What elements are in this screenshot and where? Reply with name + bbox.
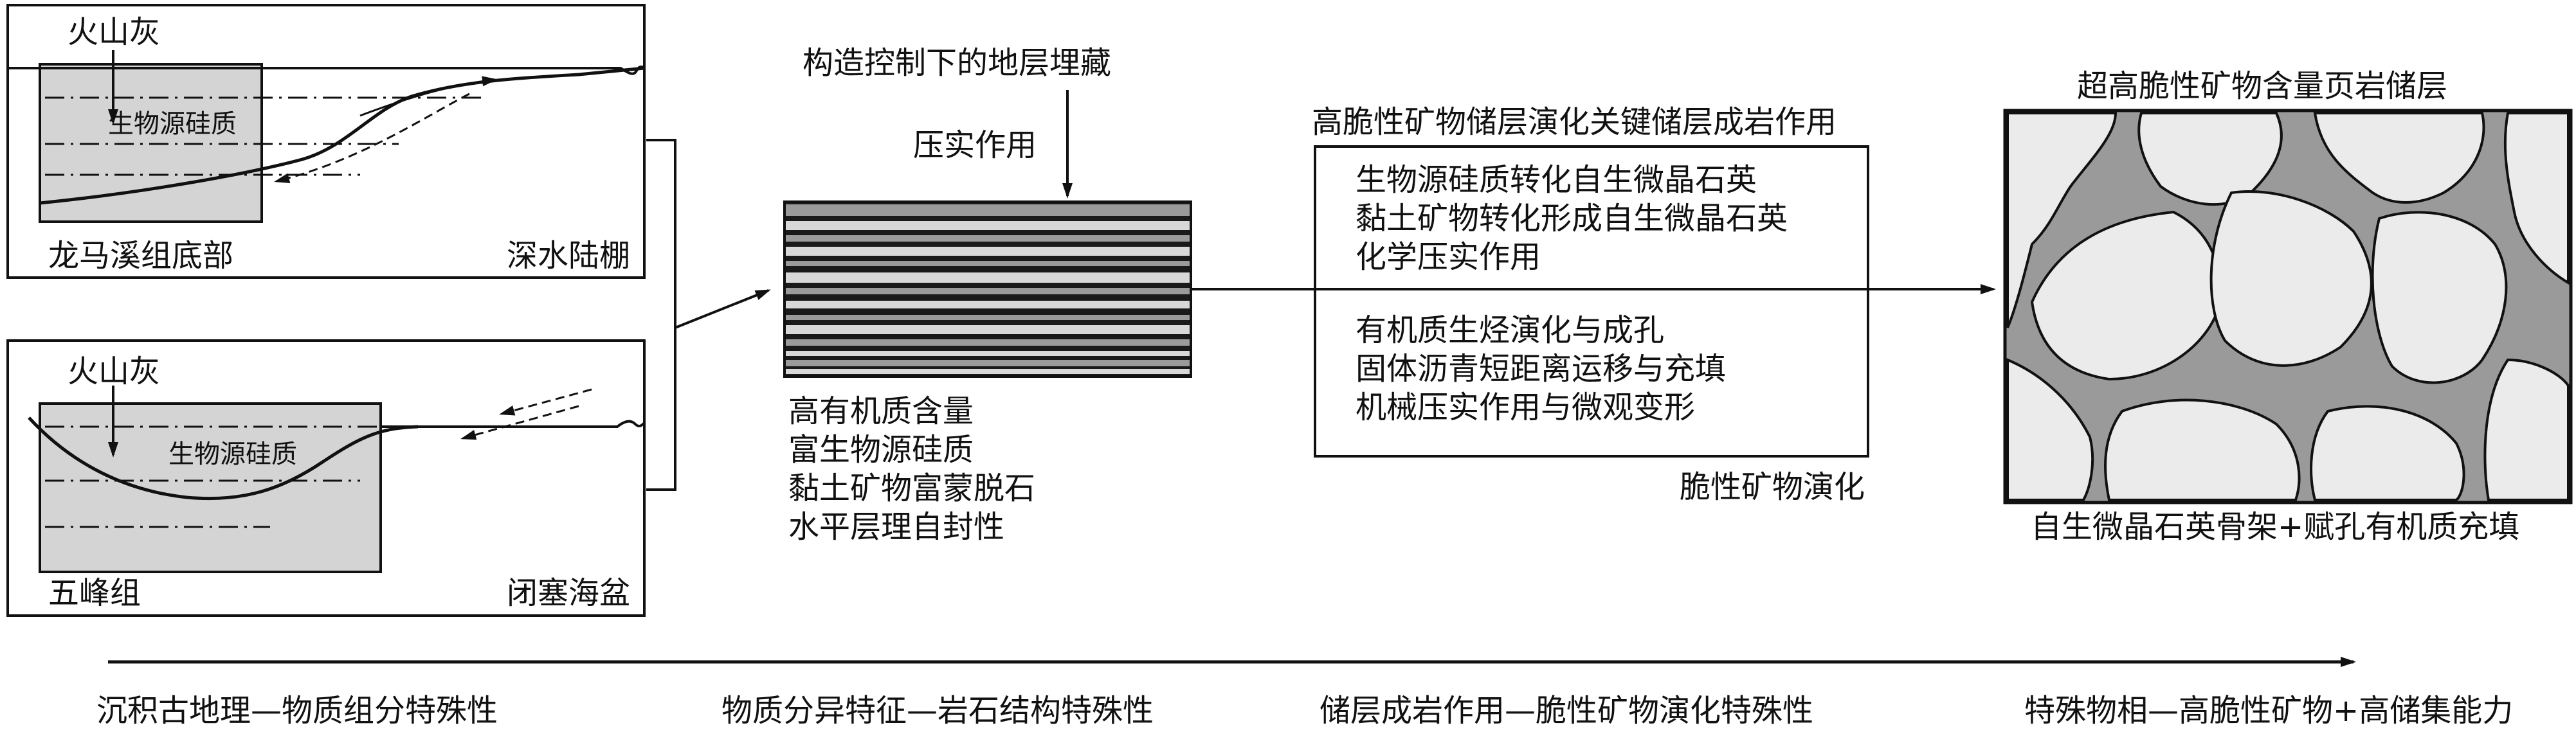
diagenesis-item: 固体沥青短距离运移与充填 (1356, 351, 1727, 387)
burial-title: 构造控制下的地层埋藏 (803, 45, 1112, 81)
diagenesis-item: 机械压实作用与微观变形 (1356, 389, 1696, 425)
diagenesis-title: 高脆性矿物储层演化关键储层成岩作用 (1312, 104, 1837, 140)
top-ash-label: 火山灰 (68, 14, 161, 50)
diagenesis-box (1314, 145, 1869, 458)
bottom-sea-surface (381, 420, 646, 428)
strata-layer (786, 261, 1190, 266)
diagenesis-item: 黏土矿物转化形成自生微晶石英 (1356, 200, 1788, 236)
stage-label-3: 储层成岩作用—脆性矿物演化特殊性 (1320, 693, 1814, 729)
bottom-silica-label: 生物源硅质 (168, 440, 297, 469)
bottom-dashed-arrow-1 (499, 388, 592, 416)
bottom-silica-box (39, 402, 382, 573)
strata-layer (786, 360, 1190, 366)
top-slope-arrow (359, 76, 498, 117)
diagenesis-group-1: 生物源硅质转化自生微晶石英 黏土矿物转化形成自生微晶石英 化学压实作用 (1356, 161, 1788, 276)
strata-block (783, 90, 1192, 378)
quartz-grain (2310, 405, 2465, 501)
strata-features: 高有机质含量 富生物源硅质 黏土矿物富蒙脱石 水平层理自封性 (788, 392, 1035, 546)
strata-layer (786, 315, 1190, 320)
top-return-dashed-arrow (274, 93, 470, 183)
quartz-grain (2104, 398, 2301, 501)
strata-feature: 富生物源硅质 (788, 432, 974, 468)
strata-layer (786, 247, 1190, 256)
stage-label-4: 特殊物相—高脆性矿物+高储集能力 (2024, 693, 2514, 729)
strata-layer (786, 351, 1190, 356)
strata-layer (786, 204, 1190, 216)
top-silica-label: 生物源硅质 (108, 109, 237, 139)
strata-layer (786, 301, 1190, 308)
strata-layer (786, 325, 1190, 334)
top-panel (6, 4, 646, 279)
top-formation-label: 龙马溪组底部 (48, 238, 234, 274)
strata-feature: 高有机质含量 (788, 393, 974, 429)
diagenesis-item: 化学压实作用 (1356, 239, 1541, 275)
quartz-grain (2371, 211, 2508, 384)
quartz-grain (2006, 112, 2118, 328)
quartz-grain (2006, 357, 2094, 501)
bottom-dashed-arrow-2 (460, 405, 579, 440)
quartz-grain (2137, 112, 2283, 206)
top-seabed-profile (39, 66, 645, 205)
diagenesis-group-2: 有机质生烃演化与成孔 固体沥青短距离运移与充填 机械压实作用与微观变形 (1356, 311, 1726, 427)
reservoir-title: 超高脆性矿物含量页岩储层 (2077, 68, 2448, 104)
diagenesis-item: 有机质生烃演化与成孔 (1356, 312, 1665, 348)
compaction-label: 压实作用 (913, 127, 1037, 163)
quartz-grain (2503, 112, 2570, 285)
top-environment-label: 深水陆棚 (507, 238, 631, 274)
strata-feature: 水平层理自封性 (788, 509, 1005, 545)
bottom-ash-label: 火山灰 (68, 353, 161, 389)
panel-bracket (646, 139, 676, 491)
bottom-basin-profile (28, 416, 419, 501)
reservoir-caption: 自生微晶石英骨架+赋孔有机质充填 (2031, 509, 2520, 545)
bracket-to-strata-arrow (675, 289, 771, 329)
strata-layer (786, 369, 1190, 374)
strata-bands (786, 204, 1190, 374)
strata-layer (786, 339, 1190, 346)
reservoir-microstructure (2003, 109, 2573, 504)
bottom-formation-label: 五峰组 (48, 575, 141, 611)
stage-label-2: 物质分异特征—岩石结构特殊性 (721, 693, 1154, 729)
quartz-grain (2483, 358, 2570, 501)
bottom-environment-label: 闭塞海盆 (507, 575, 631, 611)
brittle-evolution-caption: 脆性矿物演化 (1680, 469, 1865, 505)
strata-feature: 黏土矿物富蒙脱石 (788, 470, 1036, 506)
bottom-panel (6, 339, 646, 617)
strata-layer (786, 288, 1190, 294)
stage-label-1: 沉积古地理—物质组分特殊性 (96, 693, 498, 729)
strata-layer (786, 272, 1190, 283)
strata-layer (786, 221, 1190, 230)
quartz-grain (2313, 112, 2485, 204)
diagenesis-item: 生物源硅质转化自生微晶石英 (1356, 162, 1757, 198)
strata-layer (786, 235, 1190, 242)
quartz-grain (2209, 190, 2373, 367)
